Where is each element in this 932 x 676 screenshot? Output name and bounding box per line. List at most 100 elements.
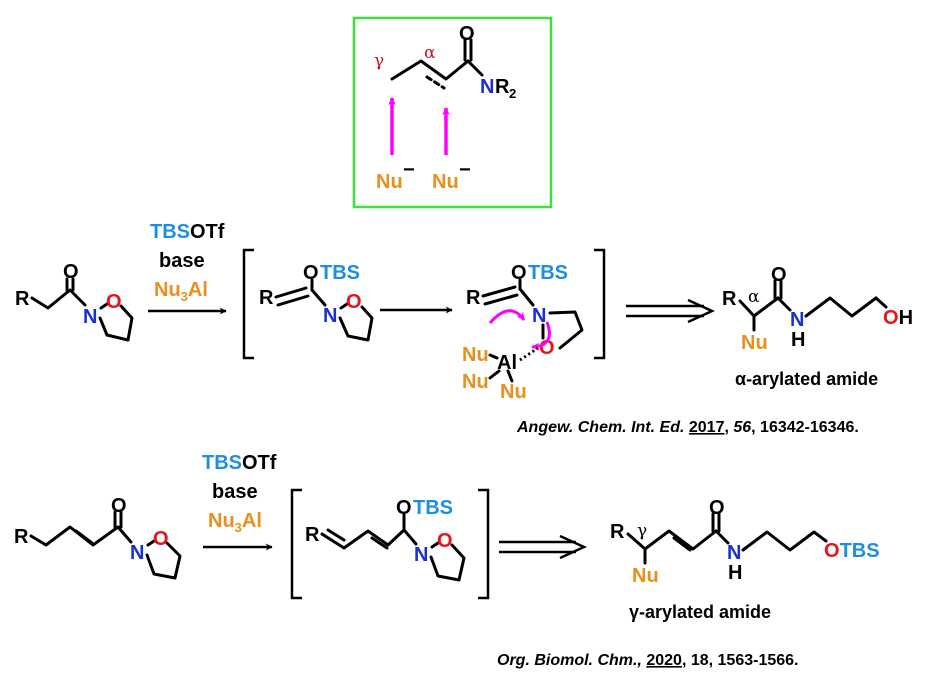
reagent2-base: base <box>212 481 258 503</box>
scheme-2: R O N O TBSOTf base Nu3Al R <box>14 452 880 669</box>
prod2-o: O <box>709 497 725 519</box>
scheme1-reference: Angew. Chem. Int. Ed. 2017, 56, 16342-16… <box>516 419 859 436</box>
int2-r: R <box>466 287 481 309</box>
int2-ring-o: O <box>539 337 555 359</box>
int2-curly-arrow-2 <box>531 321 551 351</box>
prod1-alpha: α <box>748 287 760 307</box>
sm1-chain <box>30 288 87 310</box>
int1-cc-1 <box>274 286 308 299</box>
int2-n: N <box>532 305 546 327</box>
int2-al-nu2 <box>488 369 501 380</box>
reagent2-tbsotf: TBSOTf <box>202 452 277 474</box>
prod2-double-inner <box>672 536 692 552</box>
prod1-o: O <box>771 264 787 286</box>
int1-ring <box>338 305 374 342</box>
int2-al-nu3 <box>506 369 514 383</box>
prod1-r: R <box>722 288 737 310</box>
scheme1-caption: α-arylated amide <box>735 369 878 389</box>
reagent1-tbsotf: TBSOTf <box>150 221 225 243</box>
int2-al: Al <box>497 352 517 374</box>
bracket2-left <box>290 488 302 600</box>
scheme2-reference: Org. Biomol. Chm., 2020, 18, 1563-1566. <box>497 652 798 669</box>
sm1-n: N <box>83 306 97 328</box>
int2-nu-1: Nu <box>462 344 489 366</box>
int1-n: N <box>323 305 337 327</box>
int2b-cn <box>402 528 418 546</box>
reagent1-nu3al: Nu3Al <box>154 279 208 304</box>
prod1-nu: Nu <box>741 332 768 354</box>
top-box-r: R <box>495 76 510 98</box>
sm1-carbonyl-o: O <box>63 261 79 283</box>
int2-al-o-dotted <box>519 346 539 362</box>
prod2-h: H <box>728 562 742 584</box>
scheme-1: R O N O TBSOTf base Nu3Al R O TBS <box>15 221 913 436</box>
sm2-ring <box>145 541 182 580</box>
int2b-no <box>430 541 440 549</box>
bracket2-right <box>478 488 490 600</box>
sm2-r: R <box>14 526 29 548</box>
scheme2-reagents: TBSOTf base Nu3Al <box>202 452 277 551</box>
int1-no <box>339 302 349 310</box>
reagent2-nu3al: Nu3Al <box>208 510 262 535</box>
sm1-ring-o: O <box>106 291 122 313</box>
scheme1-intermediate-2: R O TBS N O Al Nu Nu Nu <box>462 262 584 403</box>
int2-cc-1 <box>481 285 517 298</box>
int2b-n: N <box>414 544 428 566</box>
sm1-r: R <box>15 288 30 310</box>
int2b-r: R <box>305 524 320 546</box>
prod1-n: N <box>790 309 804 331</box>
bracket1-left <box>242 248 254 360</box>
int2b-ring-o: O <box>437 530 453 552</box>
sm1-ring <box>98 304 134 342</box>
scheme2-intermediate: R O TBS N O <box>305 497 466 582</box>
top-box-r-sub: 2 <box>509 86 516 101</box>
sm2-no <box>146 539 156 547</box>
int2-nu-2: Nu <box>462 371 489 393</box>
prod2-chain-b <box>741 530 828 552</box>
reagent1-base: base <box>159 250 205 272</box>
prod2-cn <box>714 529 730 545</box>
prod2-otbs: OTBS <box>824 540 880 562</box>
prod2-gamma: γ <box>637 521 647 541</box>
prod1-chain-b <box>804 296 878 318</box>
scheme1-reagents: TBSOTf base Nu3Al <box>148 221 227 315</box>
prod2-r: R <box>610 521 625 543</box>
int1-o: O <box>303 262 319 284</box>
int2-nu-3: Nu <box>500 381 527 403</box>
top-box-gamma: γ <box>374 51 384 71</box>
int1-r: R <box>259 287 274 309</box>
sm2-ring-o: O <box>153 528 169 550</box>
top-box-nu-left-charge: − <box>403 159 415 181</box>
prod2-n: N <box>727 542 741 564</box>
prod2-chain-a <box>626 529 718 551</box>
scheme1-intermediate-1: R O TBS N O <box>259 262 374 342</box>
int1-tbs: TBS <box>320 262 360 284</box>
scheme1-product: R α Nu O N H OH <box>722 264 913 354</box>
int2-o: O <box>511 262 527 284</box>
prod2-nu: Nu <box>632 565 659 587</box>
arrow-2b-head <box>559 534 588 560</box>
sm2-o: O <box>111 495 127 517</box>
int2b-double-2 <box>370 536 389 550</box>
top-box-dashed-bond <box>425 75 446 90</box>
top-box-oxygen: O <box>459 23 475 45</box>
int1-cc-2 <box>276 294 310 307</box>
sm1-no-bond <box>99 302 109 310</box>
top-box-n: N <box>480 76 494 98</box>
sm2-double-inner <box>74 529 94 545</box>
prod1-oh: OH <box>883 307 913 329</box>
top-box-skeleton <box>390 59 470 81</box>
int2-cc-2 <box>483 293 519 306</box>
top-box-nu-right: Nu <box>432 171 459 193</box>
sm2-n: N <box>130 542 144 564</box>
arrow-1c-head <box>687 298 716 324</box>
int2-ring <box>548 310 584 350</box>
prod1-h: H <box>791 329 805 351</box>
scheme1-starting-material: R O N O <box>15 261 134 342</box>
int1-ring-o: O <box>346 291 362 313</box>
top-box-nu-left: Nu <box>376 171 403 193</box>
scheme2-caption: γ-arylated amide <box>629 602 771 622</box>
top-box-cn-bond <box>466 59 484 77</box>
scheme2-product: R γ Nu O N H OTBS <box>610 497 880 587</box>
